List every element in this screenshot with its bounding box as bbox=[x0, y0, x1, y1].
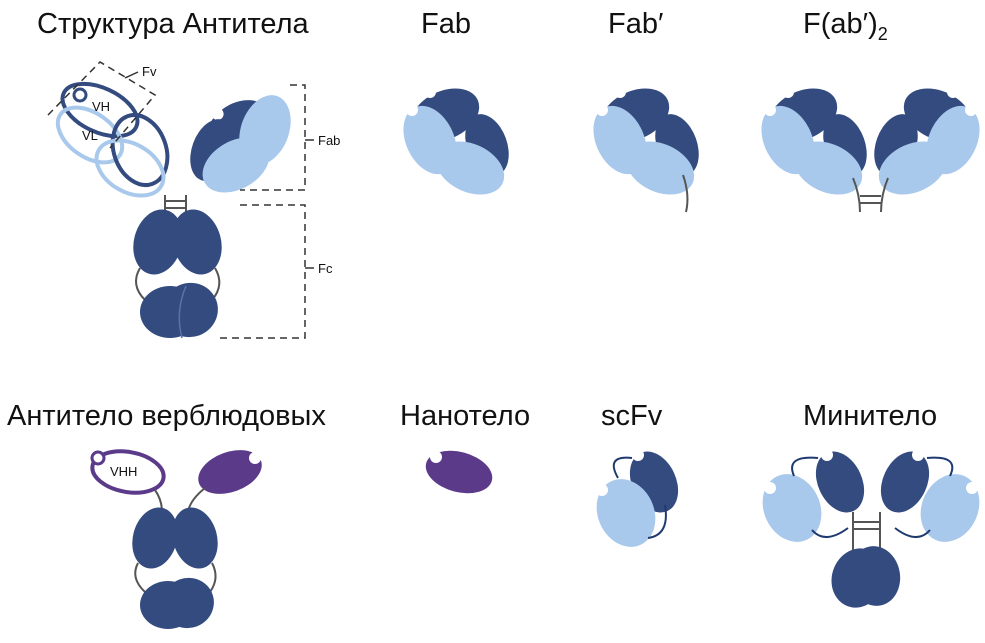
nanobody bbox=[425, 450, 493, 494]
title-fab2-main: F(ab′) bbox=[803, 8, 878, 40]
fv-bracket bbox=[47, 61, 157, 149]
label-fv: Fv bbox=[142, 64, 157, 79]
label-fc-region: Fc bbox=[318, 261, 333, 276]
camelid-antibody bbox=[90, 449, 262, 629]
label-vl: VL bbox=[82, 128, 98, 143]
fc-bracket bbox=[218, 204, 306, 339]
label-fab-region: Fab bbox=[318, 133, 341, 148]
title-scfv: scFv bbox=[601, 400, 663, 432]
vl-outline bbox=[55, 105, 125, 165]
label-vhh: VHH bbox=[110, 464, 138, 479]
fab-fragment bbox=[403, 86, 509, 195]
vhh-domain bbox=[198, 450, 262, 494]
vh-notch bbox=[72, 87, 88, 103]
full-antibody bbox=[47, 61, 314, 339]
vhh-outline bbox=[90, 449, 166, 495]
ch2-left bbox=[133, 209, 183, 275]
ch1-outline bbox=[110, 113, 170, 187]
ch2-right bbox=[172, 209, 222, 275]
minibody bbox=[762, 449, 980, 608]
cl-domain bbox=[202, 137, 270, 193]
vh-outline bbox=[60, 81, 140, 139]
title-nanobody: Нанотело bbox=[400, 400, 531, 432]
left-fab-arm-outlined bbox=[55, 81, 170, 198]
brackets bbox=[47, 61, 306, 339]
vl-notch bbox=[281, 89, 293, 101]
right-fab-arm bbox=[190, 85, 293, 193]
fc-region bbox=[133, 209, 222, 339]
title-camelid-antibody: Антитело верблюдовых bbox=[7, 400, 326, 432]
cl-outline bbox=[94, 138, 166, 198]
fab2-fragment bbox=[761, 86, 980, 213]
title-fab2: F(ab′)2 bbox=[803, 8, 888, 45]
title-minibody: Минитело bbox=[803, 400, 938, 432]
title-fab-prime: Fab′ bbox=[608, 8, 664, 40]
title-fab: Fab bbox=[421, 8, 471, 40]
ch3-right bbox=[162, 282, 218, 338]
fab-prime-fragment bbox=[593, 86, 699, 213]
scfv bbox=[596, 449, 679, 547]
label-vh: VH bbox=[92, 99, 111, 114]
title-antibody-structure: Структура Антитела bbox=[37, 8, 309, 40]
title-fab2-subscript: 2 bbox=[877, 23, 888, 44]
